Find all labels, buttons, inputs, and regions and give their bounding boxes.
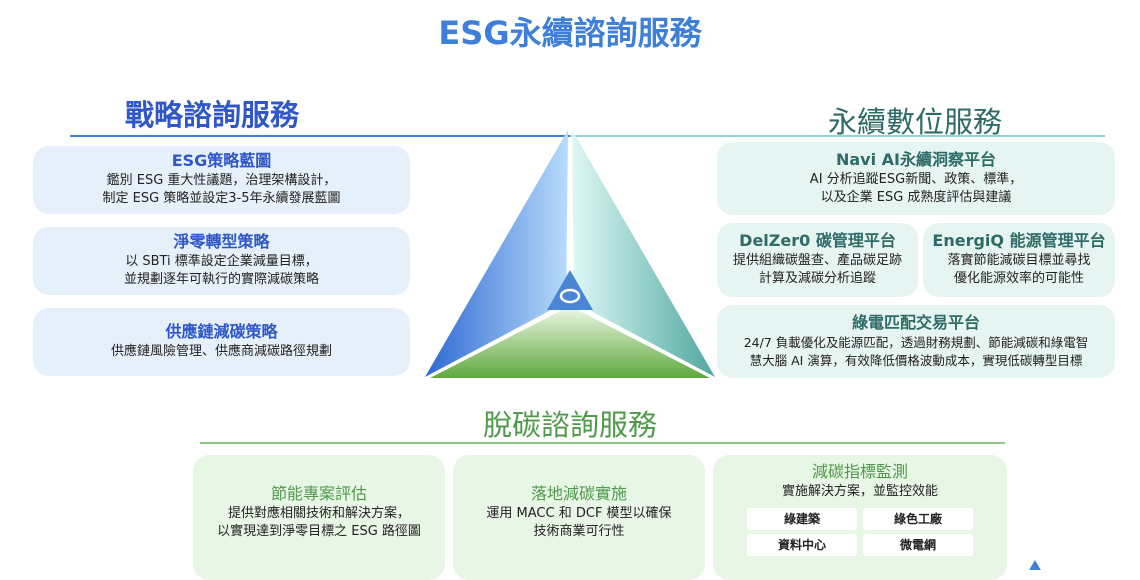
card-text: 提供對應相關技術和解決方案， xyxy=(227,505,410,521)
decarb-heading: 脫碳諮詢服務 xyxy=(482,408,657,442)
card-title: ESG策略藍圖 xyxy=(171,151,272,170)
card-text: AI 分析追蹤ESG新聞、政策、標準， xyxy=(809,171,1023,187)
card-text: 以 SBTi 標準設定企業減量目標， xyxy=(125,254,318,269)
card-title: 落地減碳實施 xyxy=(530,483,627,503)
card-title: Navi AI永續洞察平台 xyxy=(835,149,996,169)
digital-divider xyxy=(570,135,1105,137)
card-text: 供應鏈風險管理、供應商減碳路徑規劃 xyxy=(110,344,332,359)
card-text: 以實現達到淨零目標之 ESG 路徑圖 xyxy=(217,523,421,539)
card-monitoring: 減碳指標監測 實施解決方案，並監控效能 綠建築綠色工廠 資料中心微電網 xyxy=(713,455,1007,580)
card-delzer0: DelZer0 碳管理平台 提供組織碳盤查、產品碳足跡 計算及減碳分析追蹤 xyxy=(717,223,918,297)
strategy-heading: 戰略諮詢服務 xyxy=(125,98,300,132)
page-title: ESG永續諮詢服務 xyxy=(438,14,702,52)
card-text: 鑑別 ESG 重大性議題，治理架構設計， xyxy=(106,173,337,188)
card-text: 提供組織碳盤查、產品碳足跡 xyxy=(732,253,902,268)
tag-green-building: 綠建築 xyxy=(747,508,857,530)
card-text: 實施解決方案，並監控效能 xyxy=(781,484,938,499)
card-esg-blueprint: ESG策略藍圖 鑑別 ESG 重大性議題，治理架構設計， 制定 ESG 策略並設… xyxy=(33,146,410,214)
card-title: 節能專案評估 xyxy=(270,483,367,503)
card-navi-ai: Navi AI永續洞察平台 AI 分析追蹤ESG新聞、政策、標準， 以及企業 E… xyxy=(717,142,1115,215)
decarb-divider xyxy=(200,442,1005,444)
digital-face xyxy=(572,130,715,377)
card-text: 落實節能減碳目標並尋找 xyxy=(947,253,1091,268)
card-text: 以及企業 ESG 成熟度評估與建議 xyxy=(820,189,1012,205)
strategy-divider xyxy=(70,135,570,137)
strategy-face xyxy=(425,130,568,377)
card-text: 制定 ESG 策略並設定3-5年永續發展藍圖 xyxy=(102,191,341,206)
card-text: 技術商業可行性 xyxy=(533,523,625,539)
card-text: 慧大腦 AI 演算，有效降低價格波動成本，實現低碳轉型目標 xyxy=(749,352,1083,368)
tag-data-center: 資料中心 xyxy=(747,534,857,556)
card-title: 淨零轉型策略 xyxy=(173,232,270,251)
card-text: 運用 MACC 和 DCF 模型以確保 xyxy=(486,505,672,521)
card-energy-assessment: 節能專案評估 提供對應相關技術和解決方案， 以實現達到淨零目標之 ESG 路徑圖 xyxy=(193,455,445,580)
card-net-zero: 淨零轉型策略 以 SBTi 標準設定企業減量目標， 並規劃逐年可執行的實際減碳策… xyxy=(33,227,410,295)
card-energiq: EnergiQ 能源管理平台 落實節能減碳目標並尋找 優化能源效率的可能性 xyxy=(923,223,1115,297)
card-text: 優化能源效率的可能性 xyxy=(953,271,1084,286)
tag-green-factory: 綠色工廠 xyxy=(863,508,973,530)
card-title: 減碳指標監測 xyxy=(811,462,908,481)
decarb-face xyxy=(430,306,710,378)
card-text: 並規劃逐年可執行的實際減碳策略 xyxy=(123,272,319,287)
card-title: 供應鏈減碳策略 xyxy=(165,322,278,341)
card-implementation: 落地減碳實施 運用 MACC 和 DCF 模型以確保 技術商業可行性 xyxy=(453,455,705,580)
digital-heading: 永續數位服務 xyxy=(828,105,1003,139)
card-text: 24/7 負載優化及能源匹配，透過財務規劃、節能減碳和綠電智 xyxy=(743,334,1089,350)
card-title: 綠電匹配交易平台 xyxy=(851,312,980,332)
corner-triangle-icon xyxy=(1029,560,1041,570)
tag-microgrid: 微電網 xyxy=(863,534,973,556)
card-green-power: 綠電匹配交易平台 24/7 負載優化及能源匹配，透過財務規劃、節能減碳和綠電智 … xyxy=(717,305,1115,378)
card-supply-chain: 供應鏈減碳策略 供應鏈風險管理、供應商減碳路徑規劃 xyxy=(33,308,410,376)
card-title: DelZer0 碳管理平台 xyxy=(739,231,896,250)
card-title: EnergiQ 能源管理平台 xyxy=(932,231,1106,250)
card-text: 計算及減碳分析追蹤 xyxy=(758,271,876,286)
